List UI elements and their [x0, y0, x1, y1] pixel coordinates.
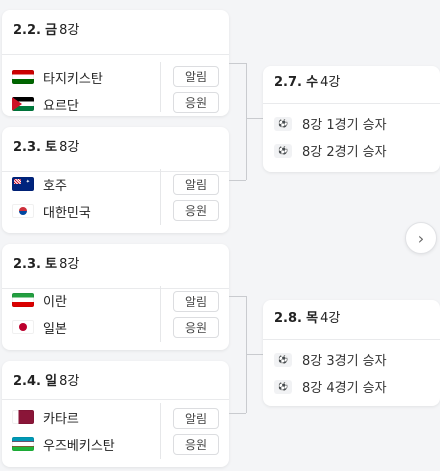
team-row: 일본	[12, 317, 67, 337]
bracket-connector	[229, 296, 246, 297]
next-page-button[interactable]: ›	[405, 222, 437, 254]
cheer-button[interactable]: 응원	[173, 317, 219, 338]
chevron-right-icon: ›	[417, 228, 425, 248]
separator	[160, 403, 161, 459]
uzbekistan-flag-icon	[12, 437, 34, 451]
bracket-connector	[246, 354, 263, 355]
divider	[2, 399, 229, 400]
bracket-connector	[229, 413, 246, 414]
team-row: ✦ 호주	[12, 174, 67, 194]
tbd-team-row: ⚽ 8강 3경기 승자	[274, 350, 387, 369]
korea-flag-icon	[12, 204, 34, 218]
bracket-connector	[229, 63, 246, 64]
team-row: 대한민국	[12, 201, 91, 221]
soccer-ball-icon: ⚽	[274, 352, 292, 367]
alarm-button[interactable]: 알림	[173, 66, 219, 87]
team-row: 타지키스탄	[12, 67, 103, 87]
separator	[160, 62, 161, 112]
bracket-connector	[246, 63, 247, 180]
bracket-connector	[229, 180, 246, 181]
cheer-button[interactable]: 응원	[173, 92, 219, 113]
jordan-flag-icon	[12, 97, 34, 111]
divider	[2, 171, 229, 172]
australia-flag-icon: ✦	[12, 177, 34, 191]
bracket-connector	[246, 118, 263, 119]
team-row: 요르단	[12, 94, 79, 114]
tbd-team-row: ⚽ 8강 1경기 승자	[274, 114, 387, 133]
soccer-ball-icon: ⚽	[274, 143, 292, 158]
divider	[2, 54, 229, 55]
divider	[263, 339, 440, 340]
alarm-button[interactable]: 알림	[173, 174, 219, 195]
divider	[2, 288, 229, 289]
tbd-team-row: ⚽ 8강 4경기 승자	[274, 377, 387, 396]
soccer-ball-icon: ⚽	[274, 116, 292, 131]
team-row: 우즈베키스탄	[12, 434, 115, 454]
cheer-button[interactable]: 응원	[173, 200, 219, 221]
separator	[160, 169, 161, 225]
japan-flag-icon	[12, 320, 34, 334]
soccer-ball-icon: ⚽	[274, 379, 292, 394]
divider	[263, 103, 440, 104]
tbd-team-row: ⚽ 8강 2경기 승자	[274, 141, 387, 160]
tajikistan-flag-icon	[12, 70, 34, 84]
iran-flag-icon	[12, 293, 34, 307]
separator	[160, 286, 161, 342]
team-row: 이란	[12, 290, 67, 310]
alarm-button[interactable]: 알림	[173, 291, 219, 312]
team-row: 카타르	[12, 407, 79, 427]
alarm-button[interactable]: 알림	[173, 408, 219, 429]
cheer-button[interactable]: 응원	[173, 434, 219, 455]
qatar-flag-icon	[12, 410, 34, 424]
